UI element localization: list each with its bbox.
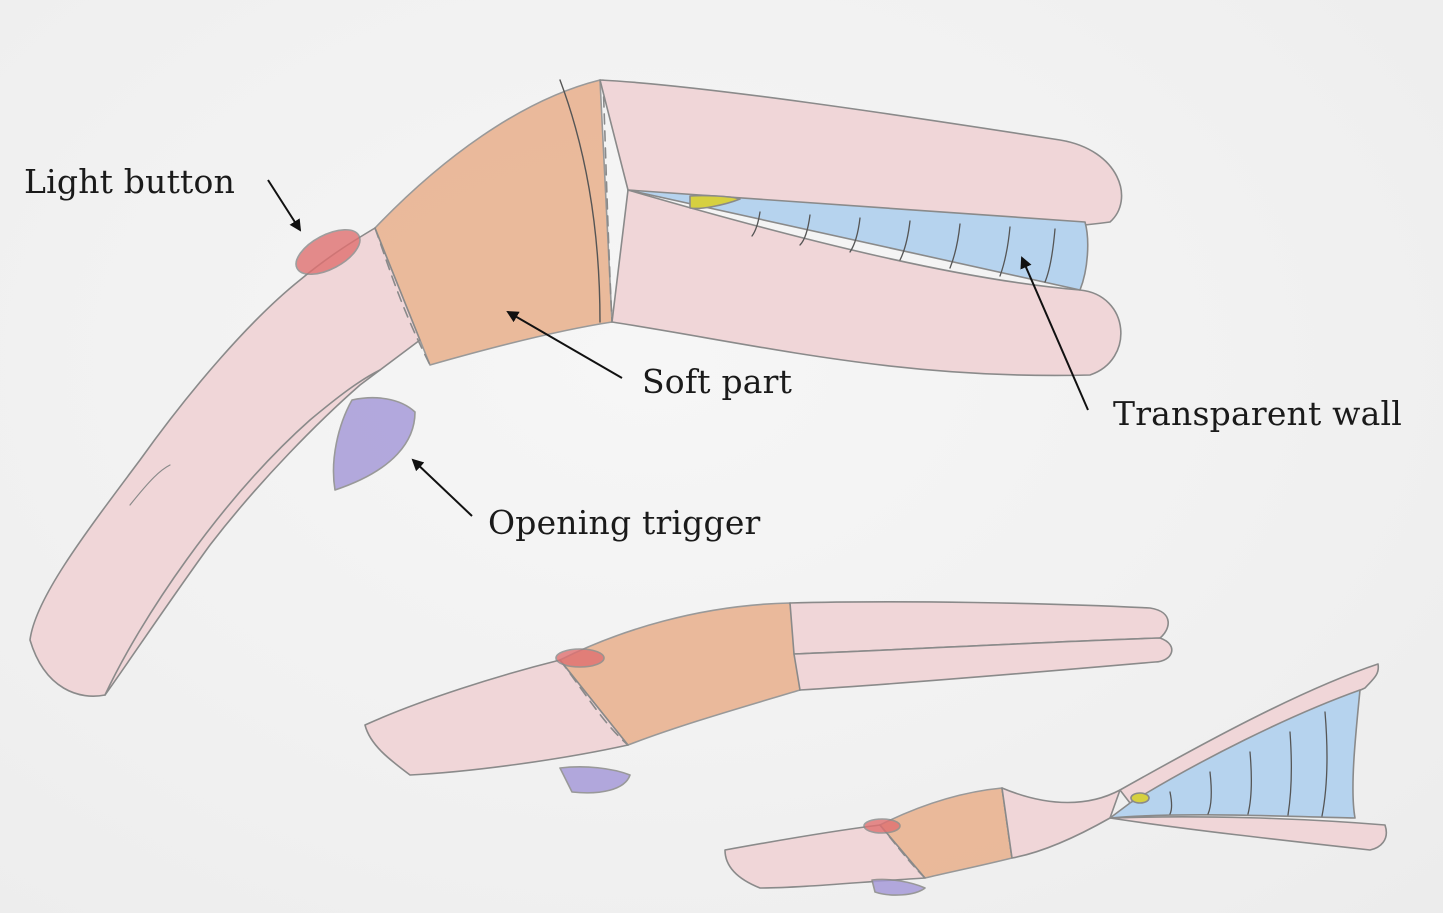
transparent-wall-label: Transparent wall <box>1113 394 1402 433</box>
middle-opening-trigger <box>560 767 630 793</box>
small-lower-jaw <box>1110 817 1386 850</box>
large-opening-trigger <box>334 398 415 490</box>
small-device-sketch <box>725 664 1386 895</box>
light-button-arrow <box>268 180 300 230</box>
soft-part-label: Soft part <box>642 362 792 401</box>
middle-light-button <box>556 649 604 667</box>
small-light-button <box>864 819 900 833</box>
light-button-label: Light button <box>24 162 235 201</box>
small-opening-trigger <box>872 879 925 895</box>
small-yellow-light <box>1131 793 1149 803</box>
opening-trigger-arrow <box>413 460 472 516</box>
small-neck <box>1002 788 1120 858</box>
middle-device-sketch <box>365 602 1172 793</box>
opening-trigger-label: Opening trigger <box>488 503 761 542</box>
